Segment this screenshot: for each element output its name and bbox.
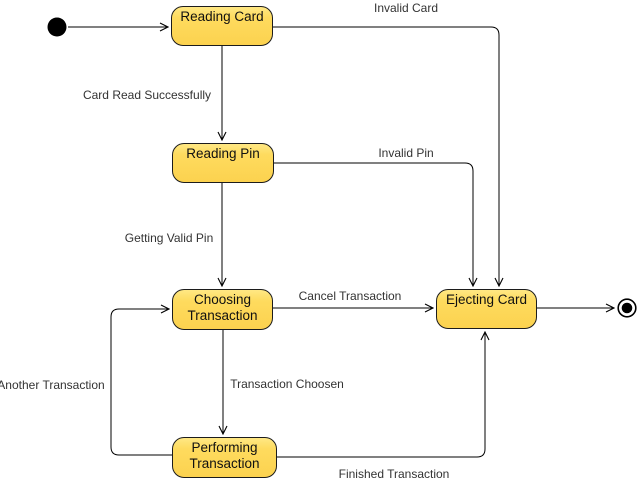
transition-label-getting-valid-pin: Getting Valid Pin xyxy=(124,231,214,245)
transition-label-cancel-transaction: Cancel Transaction xyxy=(298,289,402,303)
transition-label-finished-transaction: Finished Transaction xyxy=(338,467,450,481)
state-choosing-transaction[interactable]: Choosing Transaction xyxy=(172,289,273,330)
state-reading-card[interactable]: Reading Card xyxy=(171,6,273,46)
state-label-performing-transaction: Performing Transaction xyxy=(189,440,260,471)
state-ejecting-card[interactable]: Ejecting Card xyxy=(436,289,537,329)
final-state-inner-dot xyxy=(621,302,633,314)
transition-finished-transaction xyxy=(277,332,485,458)
state-performing-transaction[interactable]: Performing Transaction xyxy=(172,437,277,478)
state-label-choosing-transaction: Choosing Transaction xyxy=(187,292,258,323)
transition-label-transaction-choosen: Transaction Choosen xyxy=(230,377,344,391)
state-reading-pin[interactable]: Reading Pin xyxy=(172,143,274,183)
transition-invalid-pin xyxy=(274,162,473,286)
transition-label-invalid-pin: Invalid Pin xyxy=(378,146,434,160)
transition-label-card-read-successfully: Card Read Successfully xyxy=(82,88,212,102)
transition-another-transaction xyxy=(110,309,172,456)
transition-label-another-transaction: Another Transaction xyxy=(0,378,105,392)
final-state-node[interactable] xyxy=(617,298,637,318)
state-label-reading-card: Reading Card xyxy=(180,9,264,24)
initial-state-node[interactable] xyxy=(47,17,67,37)
state-label-reading-pin: Reading Pin xyxy=(186,146,260,161)
state-label-ejecting-card: Ejecting Card xyxy=(445,292,528,307)
transition-invalid-card xyxy=(273,26,499,286)
transition-label-invalid-card: Invalid Card xyxy=(373,1,439,15)
